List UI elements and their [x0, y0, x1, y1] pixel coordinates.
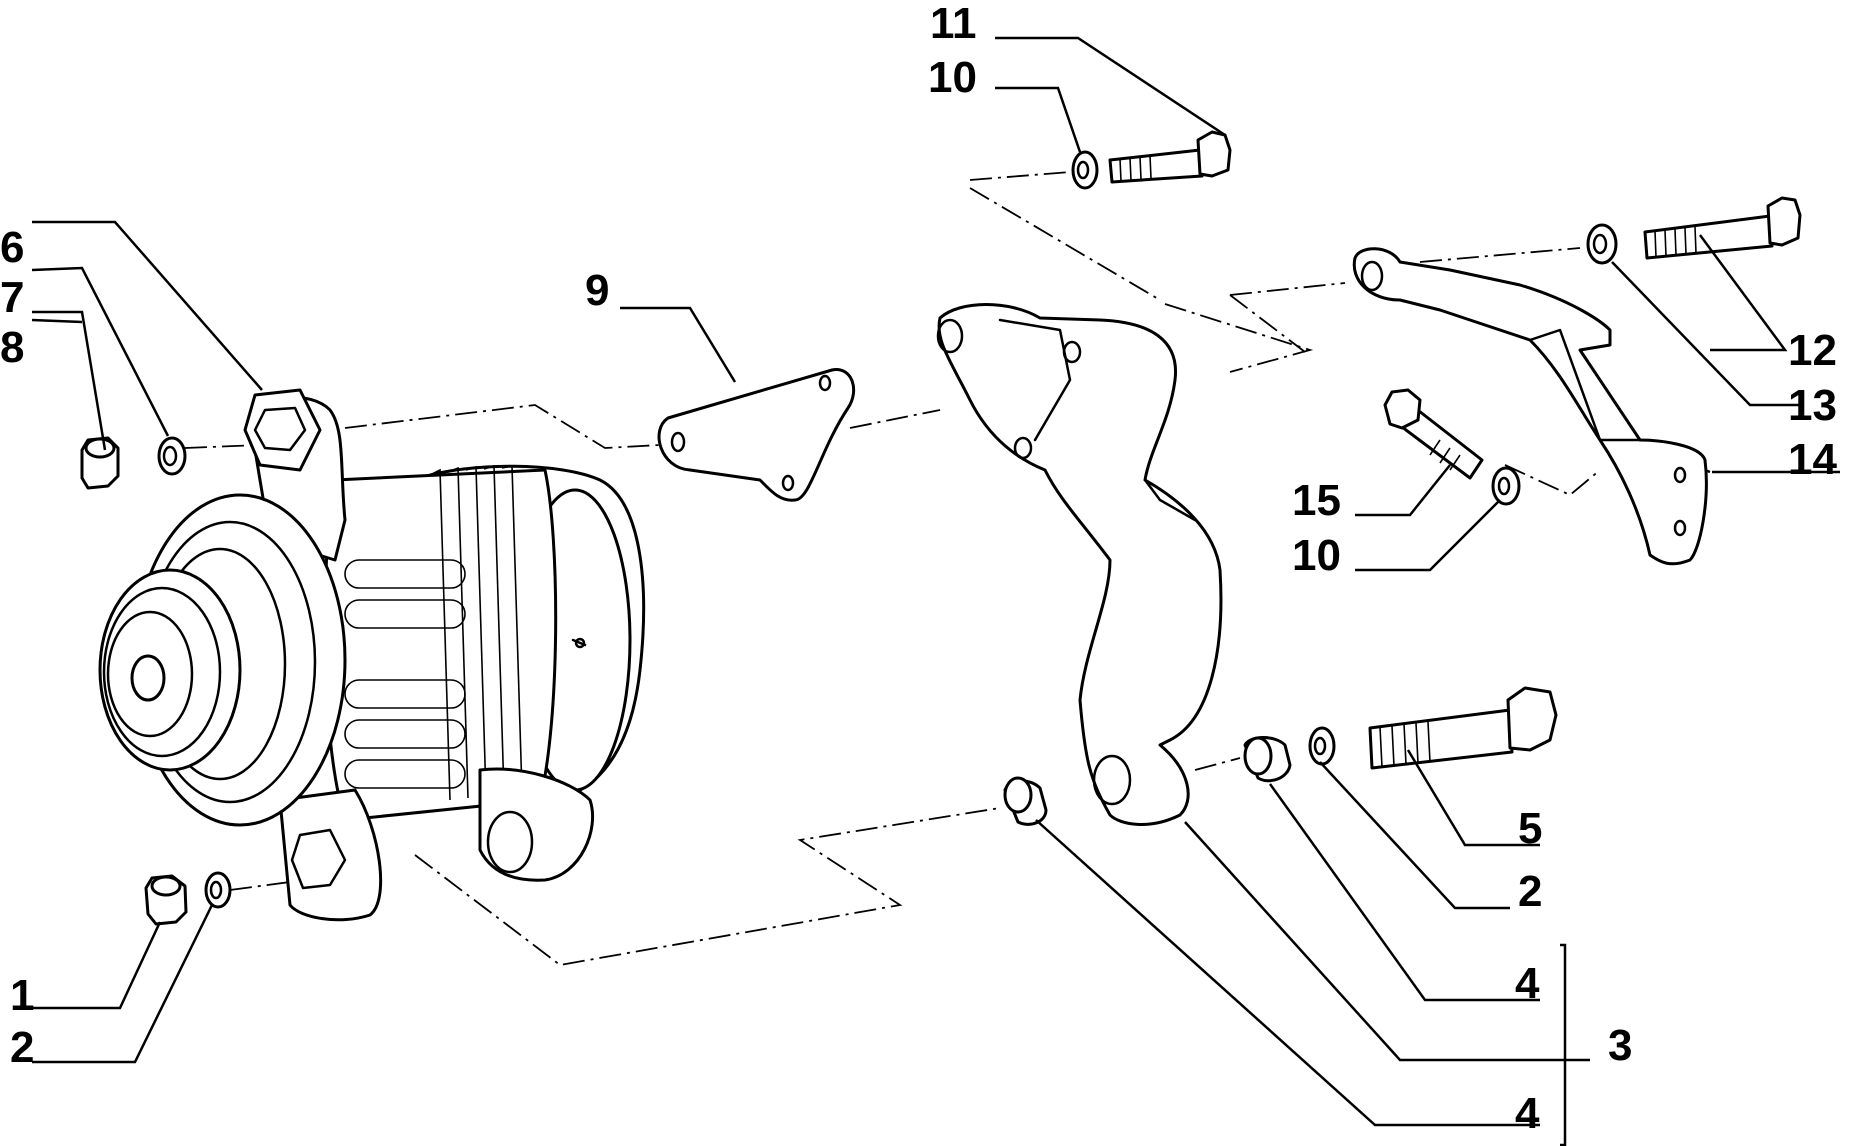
- main-bracket-3: [936, 303, 1223, 826]
- washer-7: [157, 436, 187, 476]
- washer-10-top: [1071, 150, 1099, 190]
- nut-8: [80, 436, 120, 490]
- alignment-lines: [184, 171, 1601, 966]
- callout-6: 6: [0, 223, 24, 272]
- cooling-fins: [429, 464, 523, 801]
- bracket-14: [1352, 247, 1708, 566]
- leader-lines: [31, 36, 1840, 1146]
- callout-4-upper: 4: [1515, 959, 1540, 1008]
- callout-12: 12: [1788, 326, 1837, 375]
- bolt-12: [1643, 196, 1802, 260]
- callout-2-left: 2: [10, 1023, 34, 1072]
- washer-2-left: [204, 871, 232, 909]
- callout-labels: 1 2 3 4 4 5 2 6 7 8 9 11 10 12 13 14 15 …: [0, 0, 1837, 1138]
- callout-4-lower: 4: [1515, 1089, 1540, 1138]
- callout-11: 11: [930, 0, 977, 48]
- bolt-11: [1108, 130, 1232, 184]
- callout-14: 14: [1788, 435, 1837, 484]
- callout-10-top: 10: [928, 53, 977, 102]
- callout-15: 15: [1292, 476, 1341, 525]
- washer-10-right: [1491, 466, 1521, 506]
- callout-1: 1: [10, 971, 34, 1020]
- callout-10-right: 10: [1292, 531, 1341, 580]
- callout-7: 7: [0, 273, 24, 322]
- bracket-plate-9: [657, 368, 856, 502]
- callout-2-right: 2: [1518, 867, 1542, 916]
- callout-3: 3: [1608, 1021, 1632, 1070]
- alternator: [98, 388, 646, 922]
- callout-5: 5: [1518, 804, 1542, 853]
- washer-2-right: [1308, 726, 1336, 766]
- bushing-4-upper: [1243, 736, 1292, 783]
- bushing-4-lower: [1003, 776, 1048, 826]
- washer-13: [1586, 223, 1618, 265]
- callout-8: 8: [0, 323, 24, 372]
- callout-9: 9: [585, 266, 609, 315]
- bolt-15: [1383, 388, 1484, 480]
- callout-13: 13: [1788, 381, 1837, 430]
- nut-1: [144, 874, 188, 926]
- body-slots: [344, 559, 466, 789]
- bolt-5: [1368, 686, 1558, 770]
